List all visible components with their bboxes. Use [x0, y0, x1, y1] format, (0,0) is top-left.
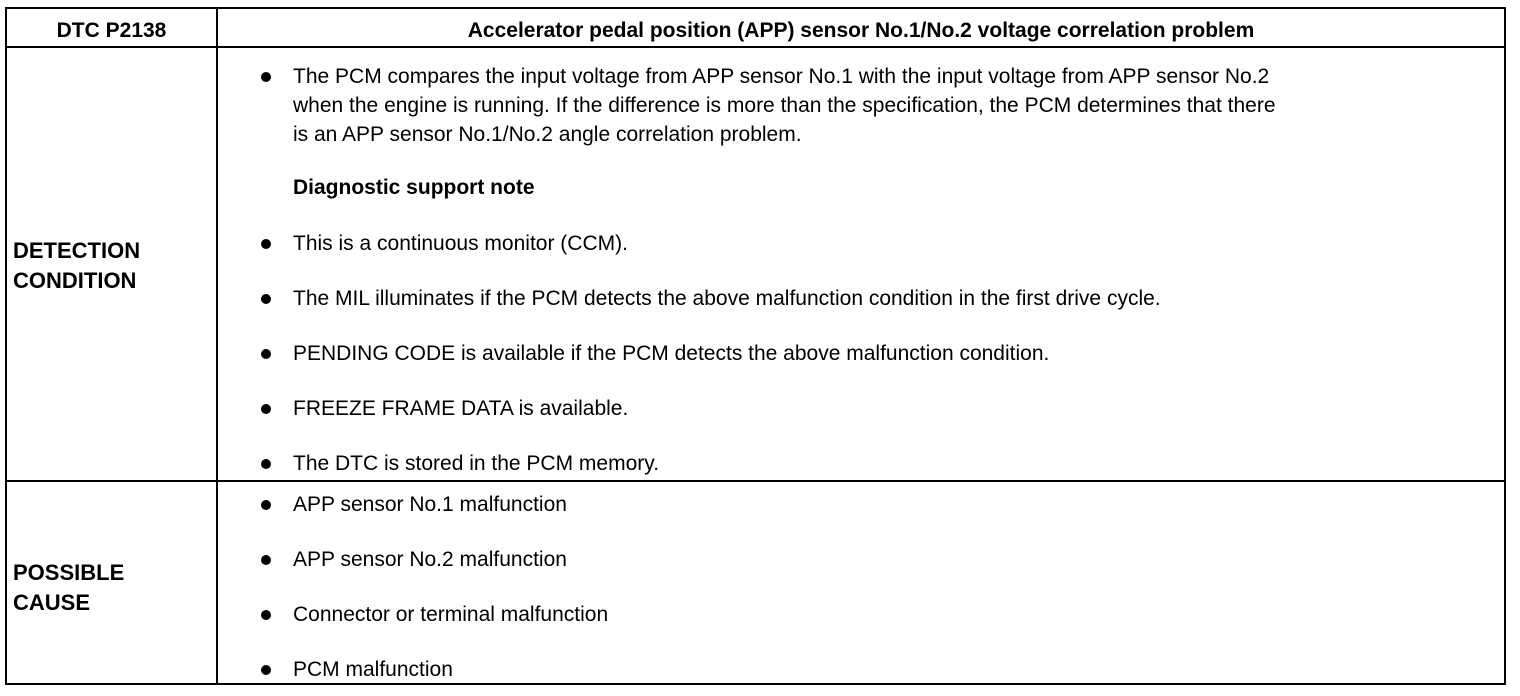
- cause-label-line1: POSSIBLE: [13, 560, 125, 585]
- note-text: The MIL illuminates if the PCM detects t…: [293, 287, 1161, 310]
- bullet-icon: [261, 239, 271, 249]
- possible-cause-label: POSSIBLE CAUSE: [13, 558, 124, 618]
- dtc-title: Accelerator pedal position (APP) sensor …: [467, 19, 1255, 42]
- cause-text: APP sensor No.2 malfunction: [293, 548, 567, 571]
- note-text: PENDING CODE is available if the PCM det…: [293, 342, 1050, 365]
- bullet-icon: [261, 665, 271, 675]
- detection-intro-text: The PCM compares the input voltage from …: [293, 62, 1473, 149]
- detection-intro-line3: is an APP sensor No.1/No.2 angle correla…: [293, 123, 802, 146]
- detection-intro-line1: The PCM compares the input voltage from …: [293, 65, 1270, 88]
- bullet-icon: [261, 610, 271, 620]
- bullet-icon: [261, 294, 271, 304]
- note-text: FREEZE FRAME DATA is available.: [293, 397, 629, 420]
- detection-label-line2: CONDITION: [13, 268, 137, 293]
- bullet-icon: [261, 404, 271, 414]
- bullet-icon: [261, 500, 271, 510]
- bullet-icon: [261, 555, 271, 565]
- dtc-code: DTC P2138: [56, 19, 167, 42]
- bullet-icon: [261, 349, 271, 359]
- detection-label-line1: DETECTION: [13, 238, 141, 263]
- detection-condition-label: DETECTION CONDITION: [13, 236, 140, 296]
- column-divider: [216, 9, 218, 683]
- note-text: The DTC is stored in the PCM memory.: [293, 452, 660, 475]
- cause-label-line2: CAUSE: [13, 590, 91, 615]
- bullet-icon: [261, 459, 271, 469]
- cause-text: Connector or terminal malfunction: [293, 603, 609, 626]
- diagnostic-support-note-heading: Diagnostic support note: [293, 176, 535, 199]
- dtc-table: DTC P2138 Accelerator pedal position (AP…: [5, 7, 1506, 685]
- section-divider: [7, 480, 1504, 482]
- bullet-icon: [261, 72, 271, 82]
- detection-intro-line2: when the engine is running. If the diffe…: [293, 94, 1276, 117]
- header-divider: [7, 46, 1504, 48]
- cause-text: PCM malfunction: [293, 658, 453, 681]
- cause-text: APP sensor No.1 malfunction: [293, 493, 567, 516]
- note-text: This is a continuous monitor (CCM).: [293, 232, 628, 255]
